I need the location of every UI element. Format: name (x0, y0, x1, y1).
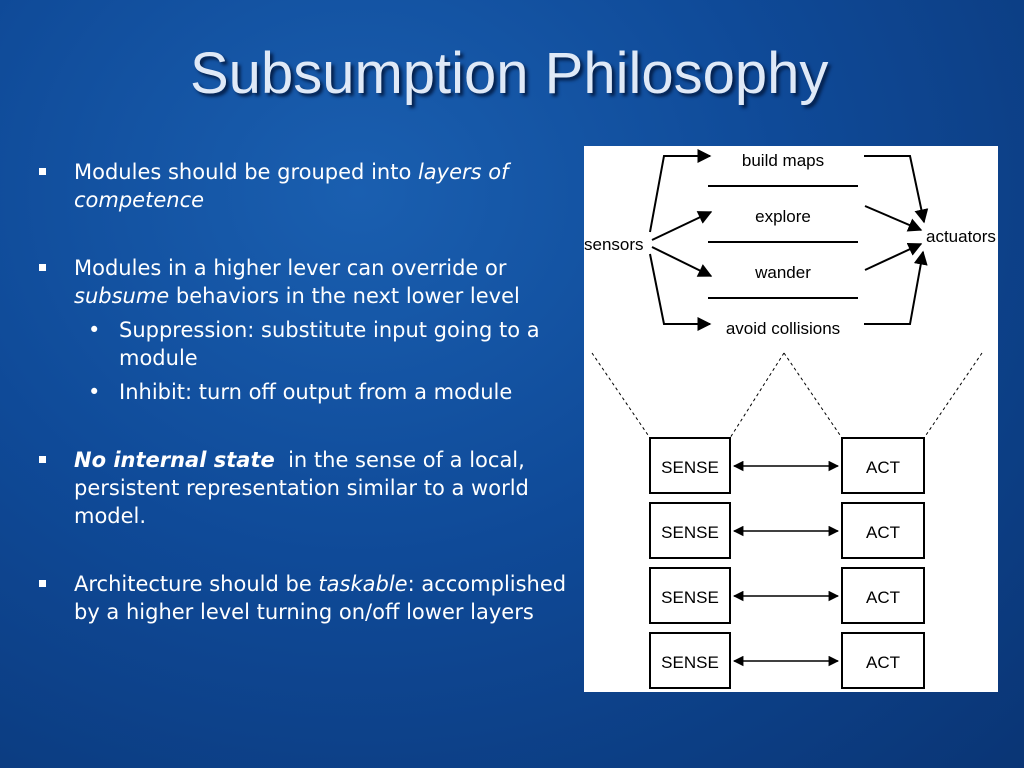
sub-bullet-suppression: • Suppression: substitute input going to… (36, 316, 576, 372)
bullet-text: behaviors in the next lower level (169, 284, 520, 308)
square-bullet-icon (39, 456, 46, 463)
act-box-label: ACT (866, 588, 900, 607)
layer-wander: wander (754, 263, 811, 282)
sense-act-row: SENSE ACT (649, 632, 925, 689)
subsumption-diagram: sensors actuators build maps explore wan… (584, 146, 998, 692)
bullet-text: Modules should be grouped into (74, 160, 418, 184)
actuators-label: actuators (926, 227, 996, 246)
sense-act-row: SENSE ACT (649, 567, 925, 624)
square-bullet-icon (39, 264, 46, 271)
sense-act-row: SENSE ACT (649, 502, 925, 559)
bullet-text: Modules in a higher lever can override o… (74, 256, 507, 280)
bullet-bold-italic: No internal state (74, 448, 275, 472)
sense-act-row: SENSE ACT (649, 437, 925, 494)
sense-box-label: SENSE (661, 458, 719, 477)
sense-box-label: SENSE (661, 523, 719, 542)
act-box-label: ACT (866, 653, 900, 672)
bullet-taskable: Architecture should be taskable: accompl… (36, 570, 576, 626)
bullet-layers: Modules should be grouped into layers of… (36, 158, 576, 214)
bullet-text: : accomplished by a higher level turning… (74, 572, 567, 624)
act-box-label: ACT (866, 523, 900, 542)
square-bullet-icon (39, 580, 46, 587)
sub-bullet-text: Suppression: substitute input going to a… (119, 318, 540, 370)
layer-dividers (708, 185, 858, 299)
dot-bullet-icon: • (88, 318, 101, 342)
act-box-label: ACT (866, 458, 900, 477)
bullet-subsume: Modules in a higher lever can override o… (36, 254, 576, 310)
sense-box-label: SENSE (661, 588, 719, 607)
bullet-italic: taskable (318, 572, 408, 596)
bullet-italic: layers of competence (74, 160, 509, 212)
bullet-text: in the sense of a local, persistent repr… (74, 448, 536, 528)
sense-box-label: SENSE (661, 653, 719, 672)
bullet-italic: subsume (74, 284, 170, 308)
square-bullet-icon (39, 168, 46, 175)
flow-arrows (649, 149, 929, 331)
dot-bullet-icon: • (88, 380, 101, 404)
layer-build-maps: build maps (742, 151, 824, 170)
sub-bullet-inhibit: • Inhibit: turn off output from a module (36, 378, 576, 406)
slide-title: Subsumption Philosophy (190, 41, 829, 106)
sensors-label: sensors (584, 235, 644, 254)
sub-bullet-text: Inhibit: turn off output from a module (119, 380, 513, 404)
zoom-lines (591, 352, 983, 439)
layer-explore: explore (755, 207, 811, 226)
bullet-list: Modules should be grouped into layers of… (36, 158, 576, 626)
bullet-text: Architecture should be (74, 572, 319, 596)
bullet-internal-state: No internal state in the sense of a loca… (36, 446, 576, 530)
layer-avoid-collisions: avoid collisions (726, 319, 840, 338)
